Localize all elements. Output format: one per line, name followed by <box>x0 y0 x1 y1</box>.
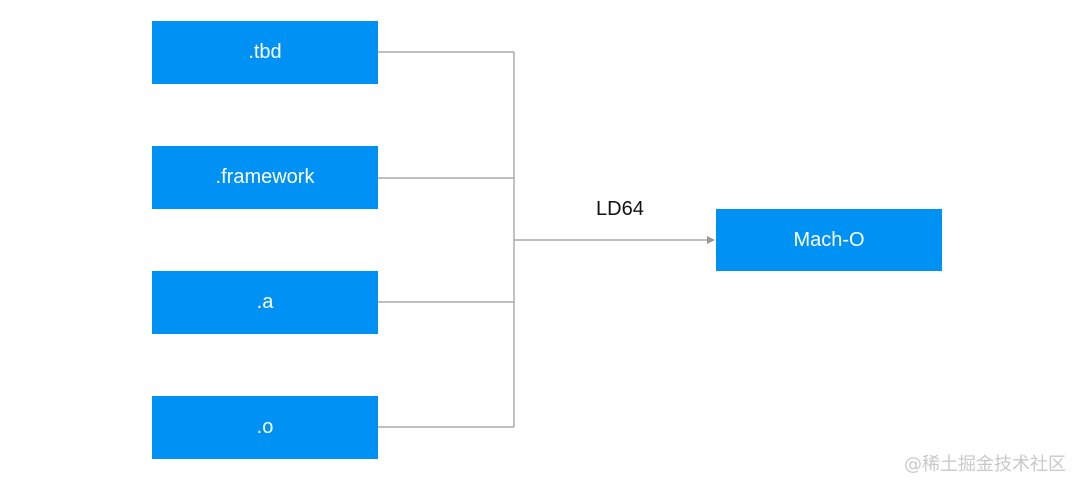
input-node-label: .framework <box>215 166 315 188</box>
input-node-a: .a <box>152 271 378 334</box>
input-node-framework: .framework <box>152 146 378 209</box>
edge-label-ld64: LD64 <box>596 198 644 220</box>
input-node-label: .o <box>256 416 274 438</box>
output-node-macho: Mach-O <box>716 209 942 271</box>
watermark: @稀土掘金技术社区 <box>904 454 1066 475</box>
input-node-label: .tbd <box>248 41 282 63</box>
input-node-o: .o <box>152 396 378 459</box>
input-node-tbd: .tbd <box>152 21 378 84</box>
input-node-label: .a <box>256 291 274 313</box>
output-node-label: Mach-O <box>793 228 865 251</box>
